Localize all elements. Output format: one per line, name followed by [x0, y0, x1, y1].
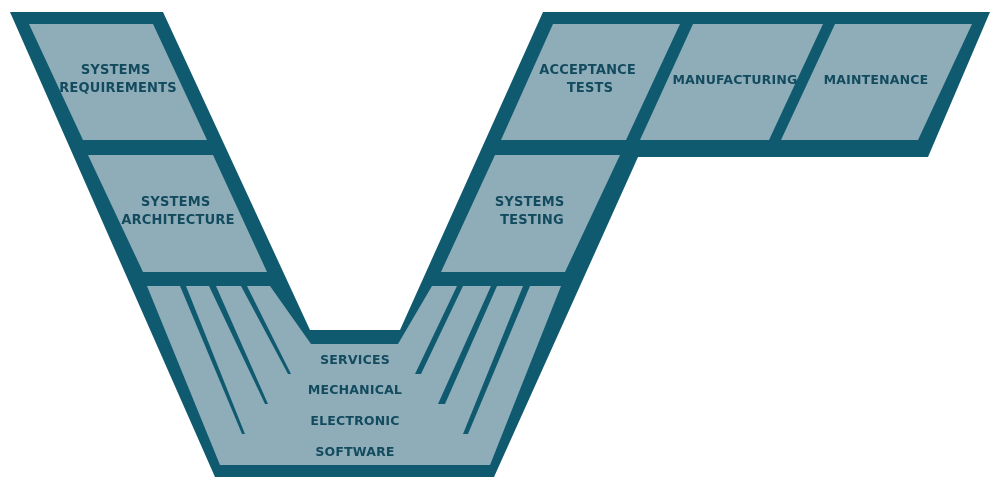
box-maintenance: [781, 24, 972, 140]
box-systems-requirements: [29, 24, 207, 140]
box-systems-architecture: [88, 155, 267, 272]
systems-architecture-line-1: SYSTEMS: [141, 195, 211, 210]
manufacturing-label: MANUFACTURING: [673, 72, 798, 87]
mechanical-label: MECHANICAL: [308, 382, 402, 397]
systems-testing-label: SYSTEMS TESTING: [495, 195, 569, 228]
band-electronic: [186, 286, 523, 434]
systems-requirements-label: SYSTEMS REQUIREMENTS: [59, 63, 177, 96]
systems-requirements-line-2: REQUIREMENTS: [59, 81, 177, 96]
systems-testing-line-1: SYSTEMS: [495, 195, 565, 210]
box-acceptance-tests: [501, 24, 680, 140]
acceptance-tests-line-2: TESTS: [567, 81, 613, 96]
systems-requirements-line-1: SYSTEMS: [81, 63, 151, 78]
systems-architecture-line-2: ARCHITECTURE: [121, 213, 234, 228]
services-label: SERVICES: [320, 352, 390, 367]
electronic-label: ELECTRONIC: [310, 413, 399, 428]
systems-testing-line-2: TESTING: [500, 213, 564, 228]
band-mechanical: [216, 286, 491, 404]
band-services: [247, 286, 457, 374]
box-systems-testing: [441, 155, 620, 272]
software-label: SOFTWARE: [315, 444, 394, 459]
box-manufacturing: [640, 24, 823, 140]
acceptance-tests-label: ACCEPTANCE TESTS: [539, 63, 641, 96]
acceptance-tests-line-1: ACCEPTANCE: [539, 63, 636, 78]
systems-architecture-label: SYSTEMS ARCHITECTURE: [121, 195, 234, 228]
maintenance-label: MAINTENANCE: [824, 72, 929, 87]
